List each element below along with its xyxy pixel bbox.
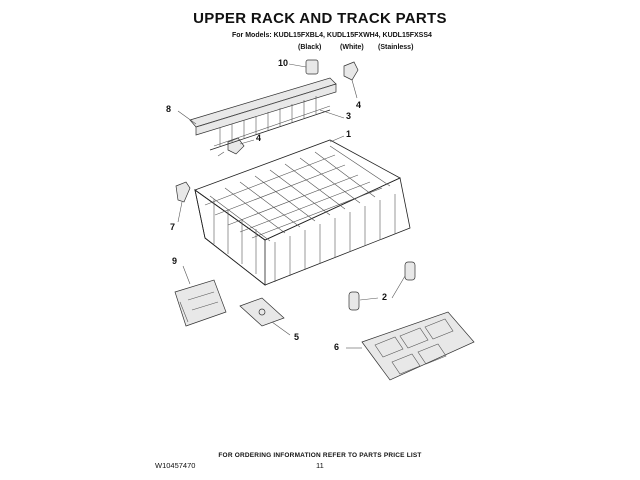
callout-10: 10 (278, 58, 289, 68)
callout-4-right: 4 (356, 100, 362, 110)
color-black: (Black) (298, 44, 322, 51)
callout-1: 1 (346, 129, 352, 139)
model-list: For Models: KUDL15FXBL4, KUDL15FXWH4, KU… (232, 32, 432, 39)
tine-arm-part-3 (209, 96, 331, 151)
callout-9: 9 (172, 256, 178, 266)
ordering-note: FOR ORDERING INFORMATION REFER TO PARTS … (218, 452, 422, 459)
callout-7: 7 (170, 222, 176, 232)
color-stainless: (Stainless) (378, 44, 414, 51)
tray-part-6 (361, 311, 475, 381)
callout-8: 8 (166, 104, 172, 114)
track-stop-part-4-left (217, 137, 245, 157)
color-white: (White) (340, 44, 364, 51)
callout-2: 2 (382, 292, 388, 302)
callout-4-left: 4 (256, 133, 262, 143)
wheel-assembly-part-2 (348, 261, 416, 311)
callout-3: 3 (346, 111, 352, 121)
document-number: W10457470 (155, 461, 196, 470)
callout-5: 5 (294, 332, 300, 342)
page-title: UPPER RACK AND TRACK PARTS (193, 10, 447, 27)
page-number: 11 (316, 461, 324, 470)
bracket-part-5 (239, 297, 285, 327)
upper-rack-part-1 (194, 139, 411, 286)
track-stop-part-4-right (343, 61, 359, 81)
rail-part-8 (189, 77, 337, 136)
clip-part-7 (175, 181, 191, 203)
clip-part-10 (305, 59, 319, 75)
callout-6: 6 (334, 342, 340, 352)
cup-shelf-part-9 (174, 279, 227, 327)
